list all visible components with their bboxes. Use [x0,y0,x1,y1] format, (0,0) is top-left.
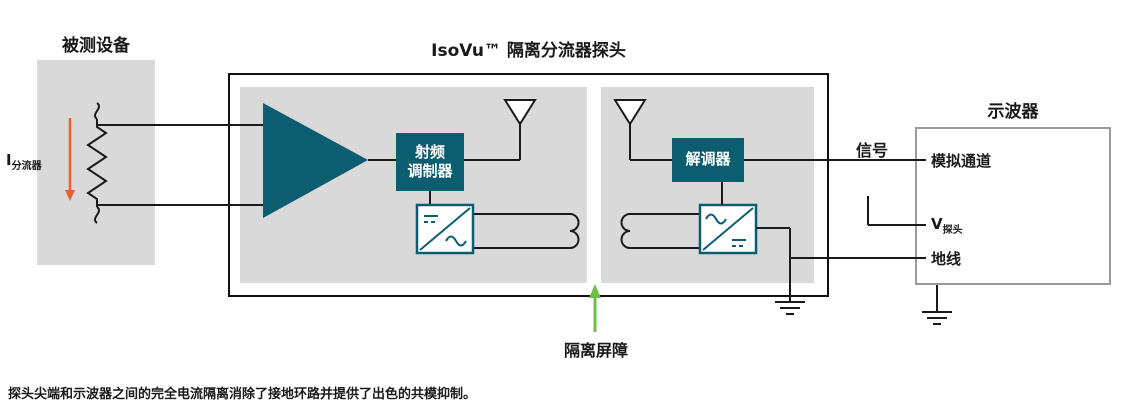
ground-wire-label: 地线 [931,250,962,268]
vprobe-symbol: V [931,215,943,233]
vprobe-subscript: 探头 [942,225,963,236]
analog-channel-label: 模拟通道 [931,152,992,170]
rf-modulator-label-line2: 调制器 [407,162,453,180]
demodulator-block: 解调器 [672,138,744,182]
rf-modulator-block: 射频 调制器 [396,133,464,191]
dut-title: 被测设备 [62,36,130,56]
demodulator-label: 解调器 [685,150,731,169]
dut-box [37,60,155,265]
ground-icon-scope [922,311,952,325]
figure-caption: 探头尖端和示波器之间的完全电流隔离消除了接地环路并提供了出色的共模抑制。 [8,387,477,402]
oscilloscope-title: 示波器 [987,102,1039,122]
rf-modulator-label-line1: 射频 [414,142,445,161]
isolation-barrier-label: 隔离屏障 [563,341,628,360]
vprobe-label: V探头 [931,215,963,236]
shunt-current-label: I分流器 [6,151,42,172]
current-symbol: I [6,151,12,169]
ground-icon-probe [775,301,805,315]
oscilloscope-box [915,127,1111,285]
probe-output-panel [601,87,814,283]
current-subscript: 分流器 [11,161,42,172]
probe-title: IsoVu™ 隔离分流器探头 [431,41,626,61]
signal-label: 信号 [855,141,888,160]
